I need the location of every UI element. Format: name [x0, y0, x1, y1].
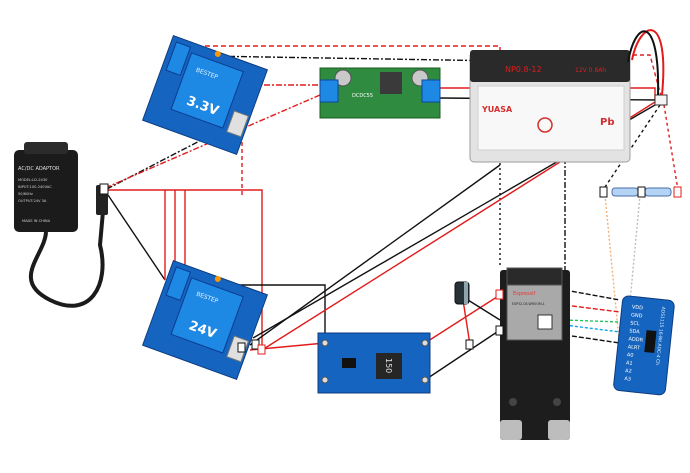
dcdc-small-board: DCDC55	[319, 67, 441, 119]
capacitor-stripe	[464, 282, 468, 304]
battery-lead-red	[631, 29, 665, 96]
wire-black-buck-esp	[424, 329, 501, 381]
buck-inductor-label: 150	[384, 358, 393, 373]
relay-bottom-led	[214, 275, 221, 282]
esp32-qr	[537, 314, 553, 330]
adc-pin-7: A1	[626, 360, 633, 367]
buck-converter: 150	[317, 332, 431, 394]
esp32-button-right	[553, 398, 561, 406]
battery: NP0.8-12 YUASA 12V 0.8Ah Pb	[469, 29, 668, 163]
buck-pad-1	[321, 339, 329, 347]
wire-esp-adc-green	[564, 319, 621, 323]
adc-board: VDD GND SCL SDA ADDR ALRT A0 A1 A2 A3 AD…	[613, 295, 675, 396]
relay-top-cube	[170, 52, 244, 129]
adc-pin-4: ADDR	[628, 336, 644, 344]
relay-top-led	[214, 50, 221, 57]
adc-pin-6: A0	[627, 352, 634, 359]
esp32-antenna	[506, 267, 563, 287]
esp32-model: ESP32-C6-WROOM-1	[512, 302, 545, 306]
adc-pcb	[613, 295, 675, 396]
adc-chip	[644, 330, 657, 354]
adc-pin-8: A2	[625, 368, 632, 375]
node-relay-bottom-a	[237, 342, 246, 353]
adaptor-model: MODEL:LD-2430	[18, 178, 48, 182]
adaptor-output: OUTPUT:24V 3A	[18, 199, 47, 203]
battery-chem: Pb	[600, 117, 615, 128]
wire-red-dashed-bat-divider	[663, 104, 679, 191]
esp32-button-left	[509, 398, 517, 406]
adaptor: AC/DC ADAPTOR MODEL:LD-2430 INPUT:100-24…	[14, 142, 108, 308]
relay-top-header	[226, 110, 250, 138]
wire-cap-black	[467, 299, 501, 321]
connection-nodes	[99, 183, 504, 355]
wire-cap-red	[462, 299, 471, 346]
wire-divider-to-adc-1	[604, 194, 621, 351]
node-esp-1	[495, 289, 504, 300]
node-jack	[99, 183, 109, 195]
wire-red-dashed-top	[205, 45, 501, 55]
adaptor-origin: MADE IN CHINA	[22, 219, 51, 223]
dcdc-small-terminal-out	[421, 79, 441, 103]
battery-model: NP0.8-12	[505, 65, 542, 74]
buck-pad-2	[321, 376, 329, 384]
buck-pcb	[317, 332, 431, 394]
battery-brand: YUASA	[481, 105, 513, 114]
adc-pin-9: A3	[624, 376, 631, 383]
wire-esp-adc-cyan	[564, 324, 621, 333]
divider-node-right	[673, 186, 682, 198]
divider-node-mid	[637, 186, 646, 198]
wire-black-jack-to-relay-bottom	[107, 194, 166, 281]
esp32-brand: Espressif	[513, 291, 536, 297]
wire-esp-adc-black-2	[564, 334, 621, 344]
resistor-1	[611, 187, 639, 197]
capacitor	[454, 281, 470, 305]
node-cap	[465, 339, 474, 350]
buck-inductor	[376, 353, 402, 379]
adc-pin-0: VDD	[632, 304, 644, 311]
buck-pad-4	[421, 376, 429, 384]
dcdc-small-cap-left	[334, 69, 352, 87]
adc-pin-3: SDA	[629, 328, 641, 335]
wire-red-buck-esp	[424, 294, 501, 344]
adc-pin-1: GND	[631, 312, 643, 319]
resistor-2	[644, 187, 672, 197]
adaptor-input: INPUT:100-240VAC	[18, 185, 52, 189]
adc-pin-2: SCL	[630, 320, 640, 327]
relay-bottom-terminal	[165, 266, 192, 301]
node-esp-2	[495, 325, 504, 336]
buck-chip	[342, 358, 356, 368]
esp32-usb-left	[500, 420, 522, 440]
adaptor-cable	[28, 199, 106, 308]
esp32-usb-right	[548, 420, 570, 440]
battery-connector	[654, 94, 668, 106]
buck-pad-3	[421, 339, 429, 347]
wire-esp-adc-black-1	[564, 289, 621, 301]
adaptor-body	[14, 150, 78, 232]
divider-node-left	[599, 186, 608, 198]
battery-label	[477, 85, 625, 151]
relay-bottom-cube	[170, 277, 244, 354]
battery-rating: 12V 0.8Ah	[575, 67, 606, 74]
relay-bottom: BESTEP 24V	[141, 259, 269, 381]
adaptor-title: AC/DC ADAPTOR	[18, 166, 60, 172]
adaptor-freq: 50/60Hz	[18, 192, 33, 196]
dcdc-small-inductor	[380, 72, 402, 94]
battery-top-cap	[470, 50, 630, 82]
voltage-divider	[599, 186, 682, 198]
recycle-icon	[537, 117, 553, 133]
relay-top-terminal	[165, 41, 192, 76]
battery-lead-black	[627, 30, 660, 96]
dcdc-small-terminal-in	[319, 79, 339, 103]
relay-top: BESTEP 3.3V	[141, 34, 269, 156]
esp32-board: Espressif ESP32-C6-WROOM-1	[500, 267, 570, 440]
adaptor-plug	[24, 142, 68, 154]
esp32-module	[506, 284, 563, 341]
dcdc-small-label: DCDC55	[352, 93, 373, 99]
node-relay-bottom-c	[257, 344, 266, 355]
wire-esp-adc-red	[564, 304, 621, 313]
wire-black-dashed-bat-divider	[602, 104, 661, 191]
adc-pin-5: ALRT	[627, 344, 641, 351]
